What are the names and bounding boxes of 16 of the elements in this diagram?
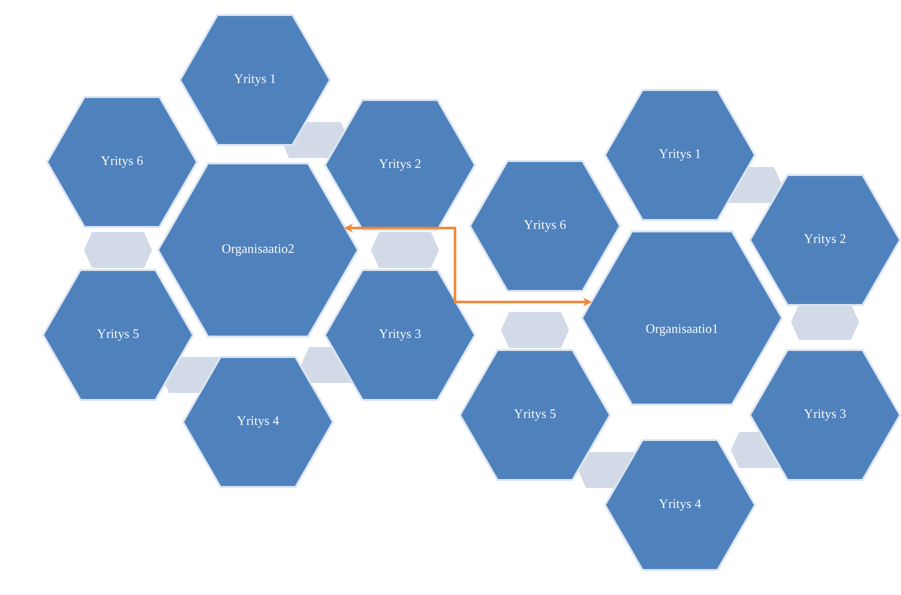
hexagon-label: Yritys 2 xyxy=(379,159,420,171)
hexagon-label: Yritys 6 xyxy=(524,220,566,232)
hexagon-label: Yritys 2 xyxy=(804,234,846,246)
hexagon-label: Yritys 4 xyxy=(237,416,279,428)
hexagon xyxy=(748,349,901,481)
hexagon-label: Yritys 6 xyxy=(101,156,143,168)
hexagon-label: Yritys 5 xyxy=(97,329,139,341)
hexagon-label: Yritys 1 xyxy=(234,74,276,86)
hexagon-label: Organisaatio2 xyxy=(222,244,294,256)
hexagon xyxy=(748,174,901,306)
hexagon-label: Yritys 3 xyxy=(804,409,846,421)
hexagon-label: Organisaatio1 xyxy=(646,324,718,336)
hexagon-label: Yritys 5 xyxy=(514,409,556,421)
hexagon-label: Yritys 1 xyxy=(659,149,700,161)
hexagon-label: Yritys 3 xyxy=(379,329,421,341)
hexagon-label: Yritys 4 xyxy=(659,499,701,511)
